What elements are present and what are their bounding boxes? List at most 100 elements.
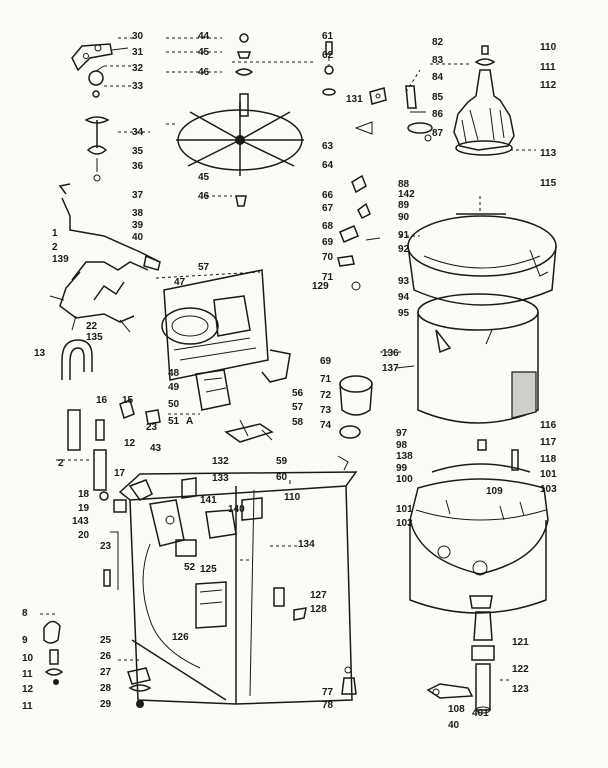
part-label: 69 [322,237,334,248]
part-label: 88 [398,179,410,190]
part-label: 9 [22,635,28,646]
part-label: 8 [22,608,28,619]
part-label: 73 [320,405,332,416]
part-number-labels: 30 31 32 33 34 35 36 37 38 39 40 44 45 4… [22,31,557,731]
part-label: 92 [398,244,410,255]
part-label: 71 [322,272,334,283]
part-label: 128 [310,604,327,615]
part-label: 46 [198,67,210,78]
part-label: 38 [132,208,144,219]
part-label: 122 [512,664,529,675]
part-label: 11 [22,701,33,712]
inner-basket [409,439,549,614]
upper-middle-parts [322,41,381,291]
part-label: 103 [396,518,413,529]
part-label: 95 [398,308,410,319]
drive-tube [426,611,495,714]
part-label: 71 [320,374,332,385]
part-label: 40 [132,232,144,243]
part-label: 15 [122,395,134,406]
part-label: 68 [322,221,334,232]
part-label: 27 [100,667,112,678]
part-label: 74 [320,420,332,431]
part-label: 13 [34,348,46,359]
part-label: 129 [312,281,329,292]
part-label: 18 [78,489,90,500]
pump-assembly [337,351,415,471]
part-label: 142 [398,189,415,200]
part-label: 25 [100,635,112,646]
part-label: 101 [540,469,557,480]
agitator [453,45,515,156]
outer-tub [407,196,557,424]
part-label: 123 [512,684,529,695]
part-label: 57 [292,402,304,413]
part-label: 93 [398,276,410,287]
part-label: 401 [472,708,489,719]
part-label: 45 [198,47,210,58]
part-label: 52 [184,562,196,573]
part-label: 69 [320,356,332,367]
part-label: 62 [322,50,334,61]
part-label: 70 [322,252,334,263]
part-label: 125 [200,564,217,575]
part-label: 143 [72,516,89,527]
leader-lines [104,37,536,681]
cabinet-top-components [128,419,298,557]
parts-drawing [40,33,557,714]
part-label: 23 [146,422,158,433]
part-label: 140 [228,504,245,515]
part-label: 32 [132,63,144,74]
cabinet [118,471,358,705]
part-label: 22 [86,321,98,332]
part-label: 112 [540,80,557,91]
part-label: 10 [22,653,34,664]
part-label: 91 [398,230,410,241]
agitator-top-parts [166,33,304,207]
part-label: 35 [132,146,144,157]
part-label: 108 [448,704,465,715]
part-label: 16 [96,395,108,406]
part-label: 98 [396,440,408,451]
part-label: 11 [22,669,33,680]
part-label: 101 [396,504,413,515]
part-label: 20 [78,530,90,541]
part-label: 49 [168,382,180,393]
part-label: 134 [298,539,315,550]
part-label: 64 [322,160,334,171]
part-label: 30 [132,31,144,42]
part-label: 47 [174,277,186,288]
part-label: 111 [540,62,556,73]
part-label: 60 [276,472,288,483]
part-label: 34 [132,127,144,138]
part-label: 137 [382,363,399,374]
part-label: 135 [86,332,103,343]
bottom-parts [118,659,357,708]
part-label: 131 [346,94,363,105]
part-label: 63 [322,141,334,152]
part-label: 36 [132,161,144,172]
part-label: 46 [198,191,210,202]
part-label: 82 [432,37,444,48]
part-label: 45 [198,172,210,183]
part-label: 37 [132,190,144,201]
part-label: 94 [398,292,410,303]
part-label: 109 [486,486,503,497]
part-label: 84 [432,72,444,83]
part-label: 67 [322,203,334,214]
part-label: 121 [512,637,529,648]
part-label: 117 [540,437,557,448]
part-label: 43 [150,443,162,454]
part-label: 127 [310,590,327,601]
part-label: 2 [52,242,58,253]
part-label: 78 [322,700,334,711]
part-label: 26 [100,651,112,662]
part-label: 12 [22,684,34,695]
part-label: 66 [322,190,334,201]
part-label: 48 [168,368,180,379]
part-label: 77 [322,687,334,698]
part-label: 72 [320,390,332,401]
part-label: 1 [52,228,58,239]
part-label: 61 [322,31,334,42]
